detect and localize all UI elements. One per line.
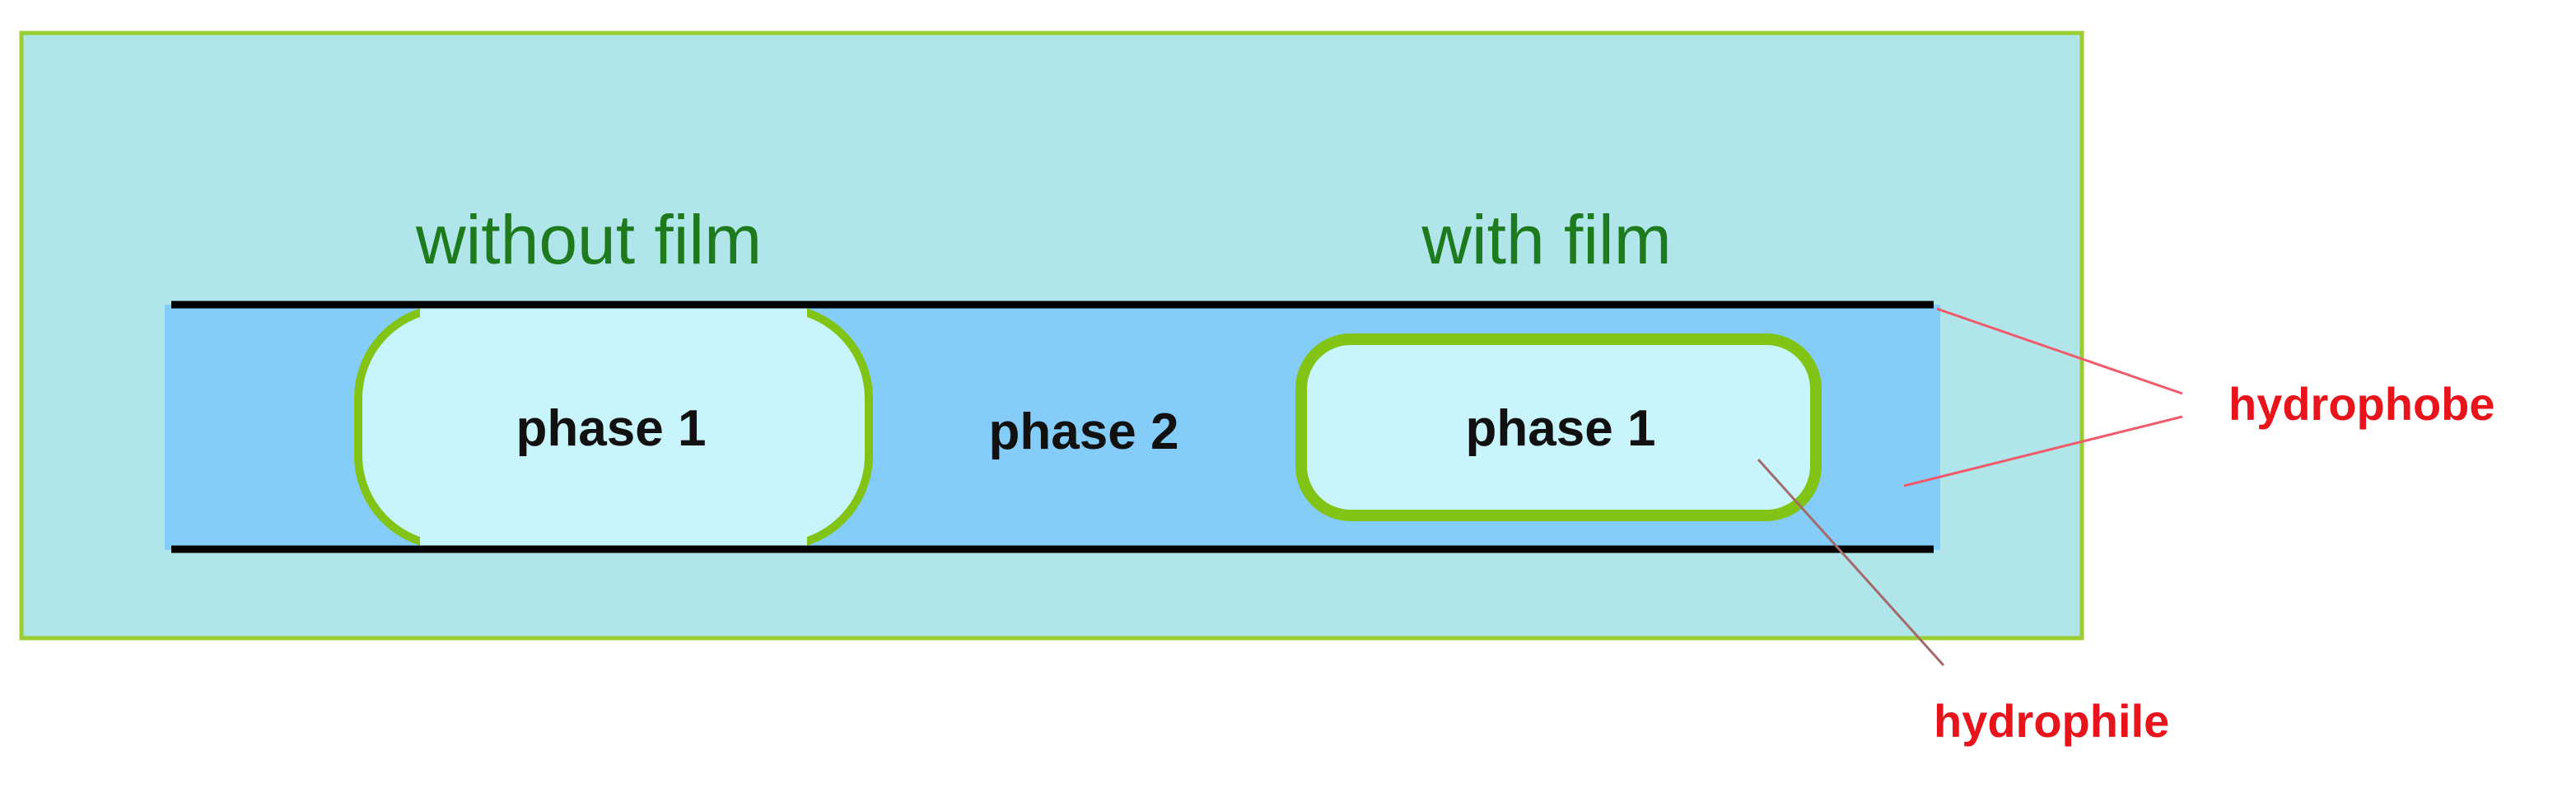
phase-1-right-label: phase 1	[1466, 400, 1656, 457]
phase-2-label: phase 2	[989, 403, 1179, 460]
phase-1-left-label: phase 1	[516, 400, 707, 457]
hydrophile-leader	[1757, 458, 1945, 667]
hydrophobe-label: hydrophobe	[2228, 378, 2495, 430]
hydrophobe-leader-wall	[1936, 307, 2183, 395]
droplet-with-film	[1295, 333, 1822, 521]
hydrophobe-leader-phase2	[1903, 415, 2183, 487]
hydrophile-label: hydrophile	[1934, 695, 2169, 747]
with-film-label: with film	[1421, 201, 1671, 278]
without-film-label: without film	[415, 201, 762, 278]
